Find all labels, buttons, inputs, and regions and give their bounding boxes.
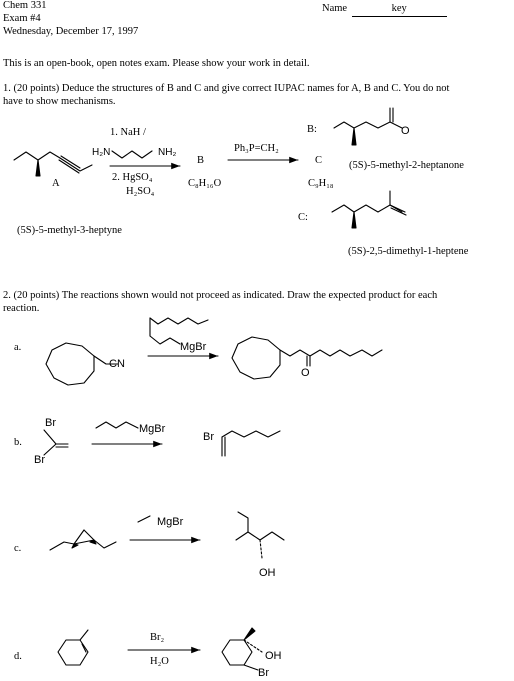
q1-label-C: C xyxy=(315,155,323,166)
compound-A-structure xyxy=(13,151,93,177)
course-title: Chem 331 xyxy=(3,0,47,11)
q1-label-A: A xyxy=(52,178,60,189)
exam-number: Exam #4 xyxy=(3,13,41,24)
name-field: Name key xyxy=(322,3,447,17)
q2b-bromine-top: Br xyxy=(45,417,56,429)
q2d-bromine: Br xyxy=(258,667,269,679)
q1-reagent-wittig: Ph₃P=CH₂ xyxy=(234,143,279,154)
q2a-reactant-structure xyxy=(45,317,209,386)
q2d-product-structure xyxy=(221,627,263,671)
name-label: Name xyxy=(322,3,348,14)
q2c-label: c. xyxy=(14,543,22,554)
q2a-oxygen: O xyxy=(301,367,310,379)
name-value: key xyxy=(351,3,447,17)
q1-label-B: B xyxy=(197,155,205,166)
q1-step2b: H₂SO₄ xyxy=(126,186,155,197)
q2d-reagent-top: Br₂ xyxy=(150,632,165,643)
q1-name-A: (5S)-5-methyl-3-heptyne xyxy=(17,225,122,236)
q2a-reagent: MgBr xyxy=(180,341,207,353)
q2a-label: a. xyxy=(14,342,22,353)
instructions: This is an open-book, open notes exam. P… xyxy=(3,58,310,69)
q1-answer-C-label: C: xyxy=(298,212,308,223)
q1-prompt-line1: 1. (20 points) Deduce the structures of … xyxy=(3,83,450,94)
q2d-reactant-structure xyxy=(57,629,89,666)
q1-answer-B-label: B: xyxy=(307,124,317,135)
q2d-reagent-bottom: H₂O xyxy=(150,656,169,667)
exam-date: Wednesday, December 17, 1997 xyxy=(3,26,139,37)
q2d-hydroxyl: OH xyxy=(265,650,282,662)
q2a-product-structure xyxy=(231,336,383,380)
q1-prompt-line2: have to show mechanisms. xyxy=(3,95,116,107)
q2c-reactant-structure xyxy=(49,515,151,551)
q2c-hydroxyl: OH xyxy=(259,567,276,579)
answer-C-structure xyxy=(331,190,407,229)
q2b-reagent: MgBr xyxy=(139,423,166,435)
q1-diamine-right: NH₂ xyxy=(158,147,177,158)
q2b-product-structure xyxy=(221,430,281,457)
q2b-reactant-structure xyxy=(43,421,139,456)
q1-diamine-left: H₂N xyxy=(92,147,111,158)
q1-formula-C: C₉H₁₈ xyxy=(308,178,334,189)
q2-prompt-line1: 2. (20 points) The reactions shown would… xyxy=(3,290,438,301)
q2d-label: d. xyxy=(14,651,22,662)
q2b-bromine-bottom: Br xyxy=(34,454,45,466)
q2-prompt: 2. (20 points) The reactions shown would… xyxy=(3,290,437,315)
q1-step1: 1. NaH / xyxy=(110,127,146,138)
q1-answer-B-oxygen: O xyxy=(401,125,410,137)
q2b-product-bromine: Br xyxy=(203,431,214,443)
q1-prompt: 1. (20 points) Deduce the structures of … xyxy=(3,83,449,108)
q1-answer-B-name: (5S)-5-methyl-2-heptanone xyxy=(349,160,464,171)
answer-B-structure xyxy=(333,107,403,146)
diamine-reagent xyxy=(111,150,153,159)
q2c-reagent: MgBr xyxy=(157,516,184,528)
q2c-product-structure xyxy=(235,511,285,559)
q2b-label: b. xyxy=(14,437,22,448)
q1-answer-C-name: (5S)-2,5-dimethyl-1-heptene xyxy=(348,246,469,257)
q2-prompt-line2: reaction. xyxy=(3,302,40,314)
q1-step2: 2. HgSO₄ xyxy=(112,172,153,183)
q1-formula-B: C₈H₁₆O xyxy=(188,178,222,189)
